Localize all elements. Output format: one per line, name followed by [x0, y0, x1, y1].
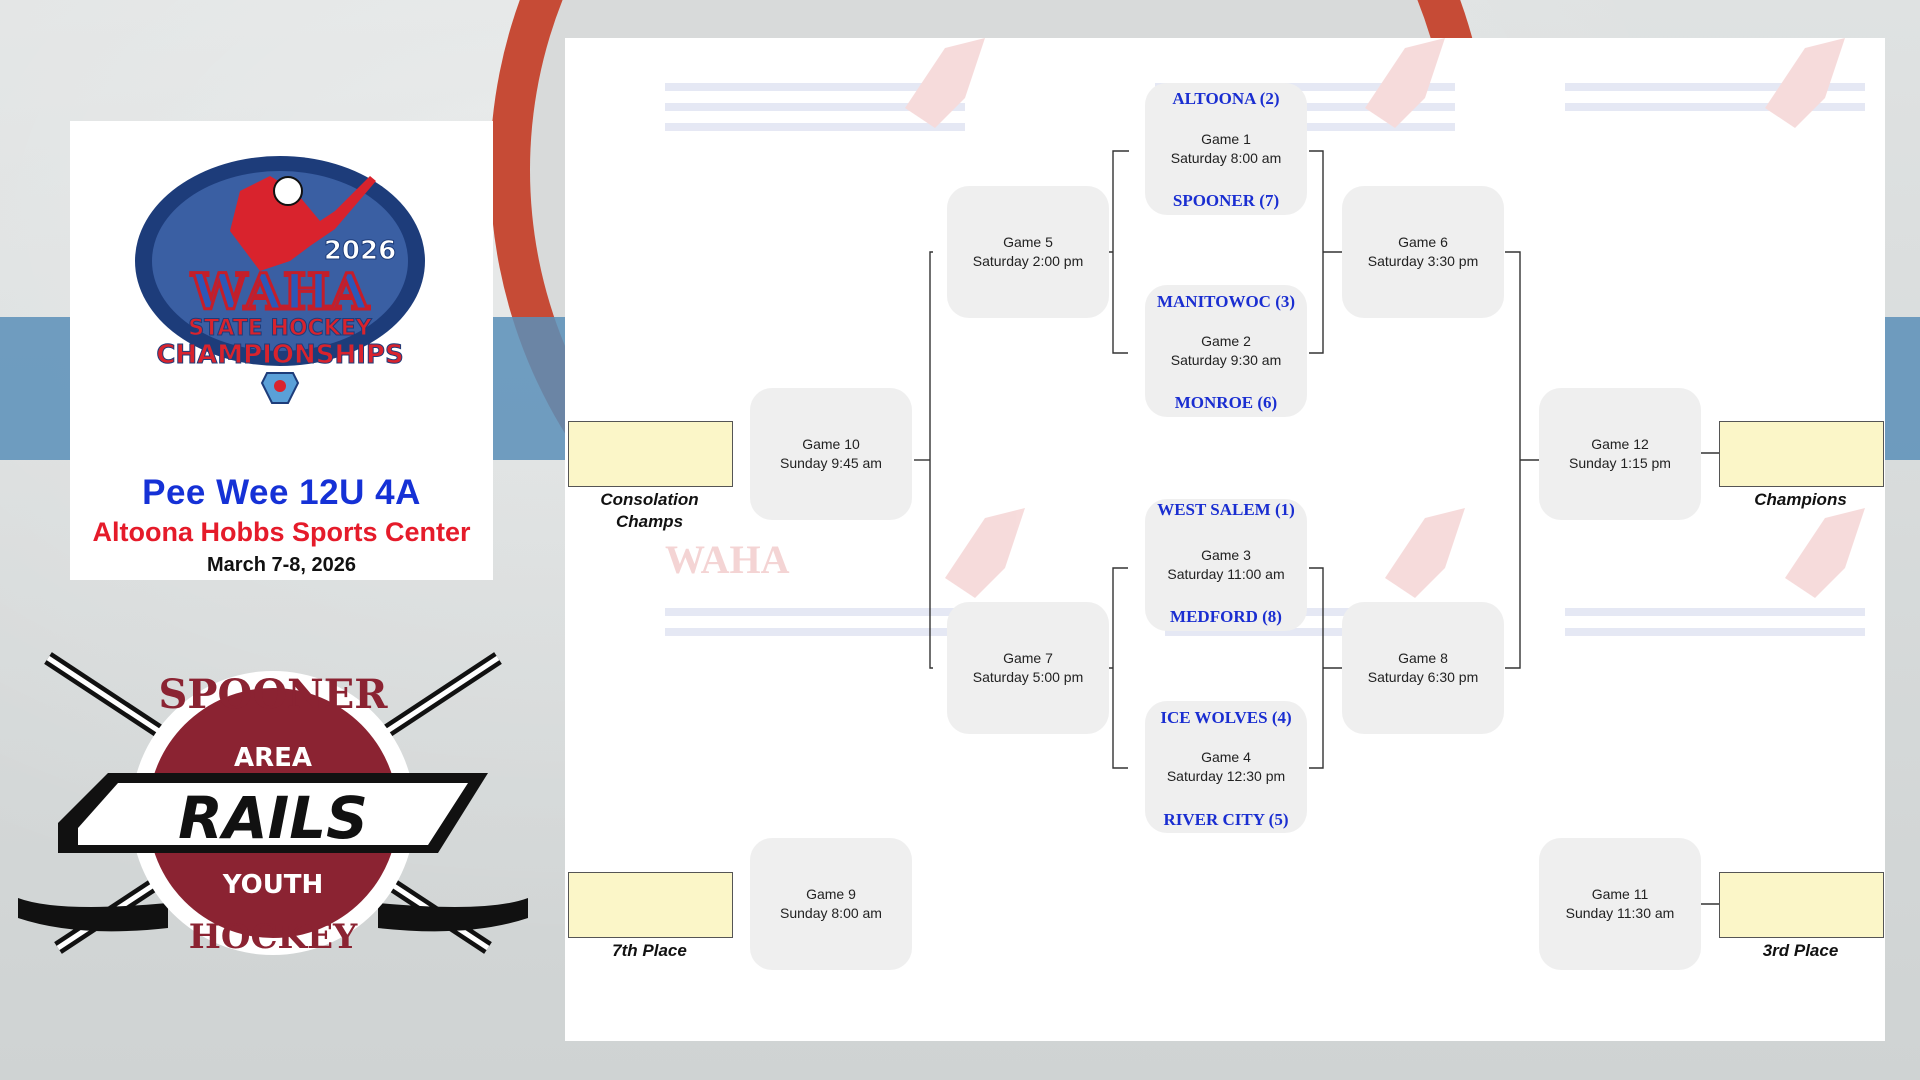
game-2-team-top: MANITOWOC (3) [1156, 292, 1296, 311]
game-10-name: Game 10 [802, 436, 860, 452]
game-10-box: Game 10 Sunday 9:45 am [750, 388, 912, 520]
game-2-time: Saturday 9:30 am [1170, 352, 1282, 368]
game-4-box: Game 4 Saturday 12:30 pm [1145, 701, 1307, 833]
game-4-team-bottom: RIVER CITY (5) [1163, 810, 1289, 829]
game-9-time: Sunday 8:00 am [780, 905, 882, 921]
logo-year: 2026 [324, 236, 396, 266]
game-4-name: Game 4 [1201, 749, 1251, 765]
waha-championship-logo: 2026 WAHA STATE HOCKEY CHAMPIONSHIPS [135, 156, 425, 404]
game-6-name: Game 6 [1398, 234, 1448, 250]
game-11-time: Sunday 11:30 am [1565, 905, 1675, 921]
game-3-team-bottom: MEDFORD (8) [1170, 607, 1282, 626]
event-dates: March 7-8, 2026 [207, 554, 356, 576]
game-3-box: Game 3 Saturday 11:00 am [1145, 499, 1307, 631]
game-7-time: Saturday 5:00 pm [972, 669, 1084, 685]
game-7-name: Game 7 [1003, 650, 1053, 666]
game-2-team-bottom: MONROE (6) [1174, 393, 1278, 412]
champions-label: Champions [1754, 490, 1847, 509]
game-3-time: Saturday 11:00 am [1167, 566, 1285, 582]
division-title: Pee Wee 12U 4A [142, 473, 421, 512]
logo-area-text: AREA [234, 743, 312, 773]
game-11-box: Game 11 Sunday 11:30 am [1539, 838, 1701, 970]
game-6-time: Saturday 3:30 pm [1367, 253, 1479, 269]
game-12-name: Game 12 [1591, 436, 1649, 452]
seventh-place-box [568, 872, 733, 938]
logo-spooner-text: SPOONER [159, 671, 389, 718]
game-2-name: Game 2 [1201, 333, 1251, 349]
consolation-champs-box [568, 421, 733, 487]
game-1-team-bottom: SPOONER (7) [1172, 191, 1280, 210]
logo-rails-text: RAILS [178, 784, 368, 852]
logo-championships: CHAMPIONSHIPS [156, 340, 403, 370]
game-12-time: Sunday 1:15 pm [1569, 455, 1671, 471]
game-2-box: Game 2 Saturday 9:30 am [1145, 285, 1307, 417]
game-1-team-top: ALTOONA (2) [1172, 89, 1280, 108]
game-5-name: Game 5 [1003, 234, 1053, 250]
game-8-box: Game 8 Saturday 6:30 pm [1342, 602, 1504, 734]
game-10-time: Sunday 9:45 am [780, 455, 882, 471]
game-1-time: Saturday 8:00 am [1170, 150, 1282, 166]
game-8-name: Game 8 [1398, 650, 1448, 666]
game-5-box: Game 5 Saturday 2:00 pm [947, 186, 1109, 318]
champions-box [1719, 421, 1884, 487]
game-3-name: Game 3 [1201, 547, 1251, 563]
game-1-name: Game 1 [1201, 131, 1251, 147]
game-12-box: Game 12 Sunday 1:15 pm [1539, 388, 1701, 520]
game-4-time: Saturday 12:30 pm [1166, 768, 1286, 784]
third-place-box [1719, 872, 1884, 938]
logo-hockey-text: HOCKEY [189, 917, 358, 957]
logo-waha: WAHA [190, 262, 370, 321]
bracket-connector-lines [750, 150, 1720, 905]
logo-state-hockey: STATE HOCKEY [188, 316, 372, 341]
game-6-box: Game 6 Saturday 3:30 pm [1342, 186, 1504, 318]
venue-title: Altoona Hobbs Sports Center [92, 517, 471, 547]
consolation-champs-label: Consolation Champs [600, 490, 699, 531]
tournament-bracket: WAHA [565, 38, 1885, 1041]
seventh-place-label: 7th Place [612, 941, 687, 960]
game-9-name: Game 9 [806, 886, 856, 902]
game-1-box: Game 1 Saturday 8:00 am [1145, 83, 1307, 215]
third-place-label: 3rd Place [1762, 941, 1839, 960]
game-5-time: Saturday 2:00 pm [972, 253, 1084, 269]
event-info-card: 2026 WAHA STATE HOCKEY CHAMPIONSHIPS Pee… [70, 121, 493, 580]
logo-youth-text: YOUTH [222, 870, 324, 900]
game-3-team-top: WEST SALEM (1) [1157, 500, 1295, 519]
spooner-rails-logo: AREA RAILS YOUTH SPOONER HOCKEY [18, 652, 528, 957]
game-9-box: Game 9 Sunday 8:00 am [750, 838, 912, 970]
game-7-box: Game 7 Saturday 5:00 pm [947, 602, 1109, 734]
game-8-time: Saturday 6:30 pm [1367, 669, 1479, 685]
game-11-name: Game 11 [1591, 886, 1649, 902]
game-4-team-top: ICE WOLVES (4) [1160, 708, 1292, 727]
watermark-text: WAHA [665, 537, 790, 582]
